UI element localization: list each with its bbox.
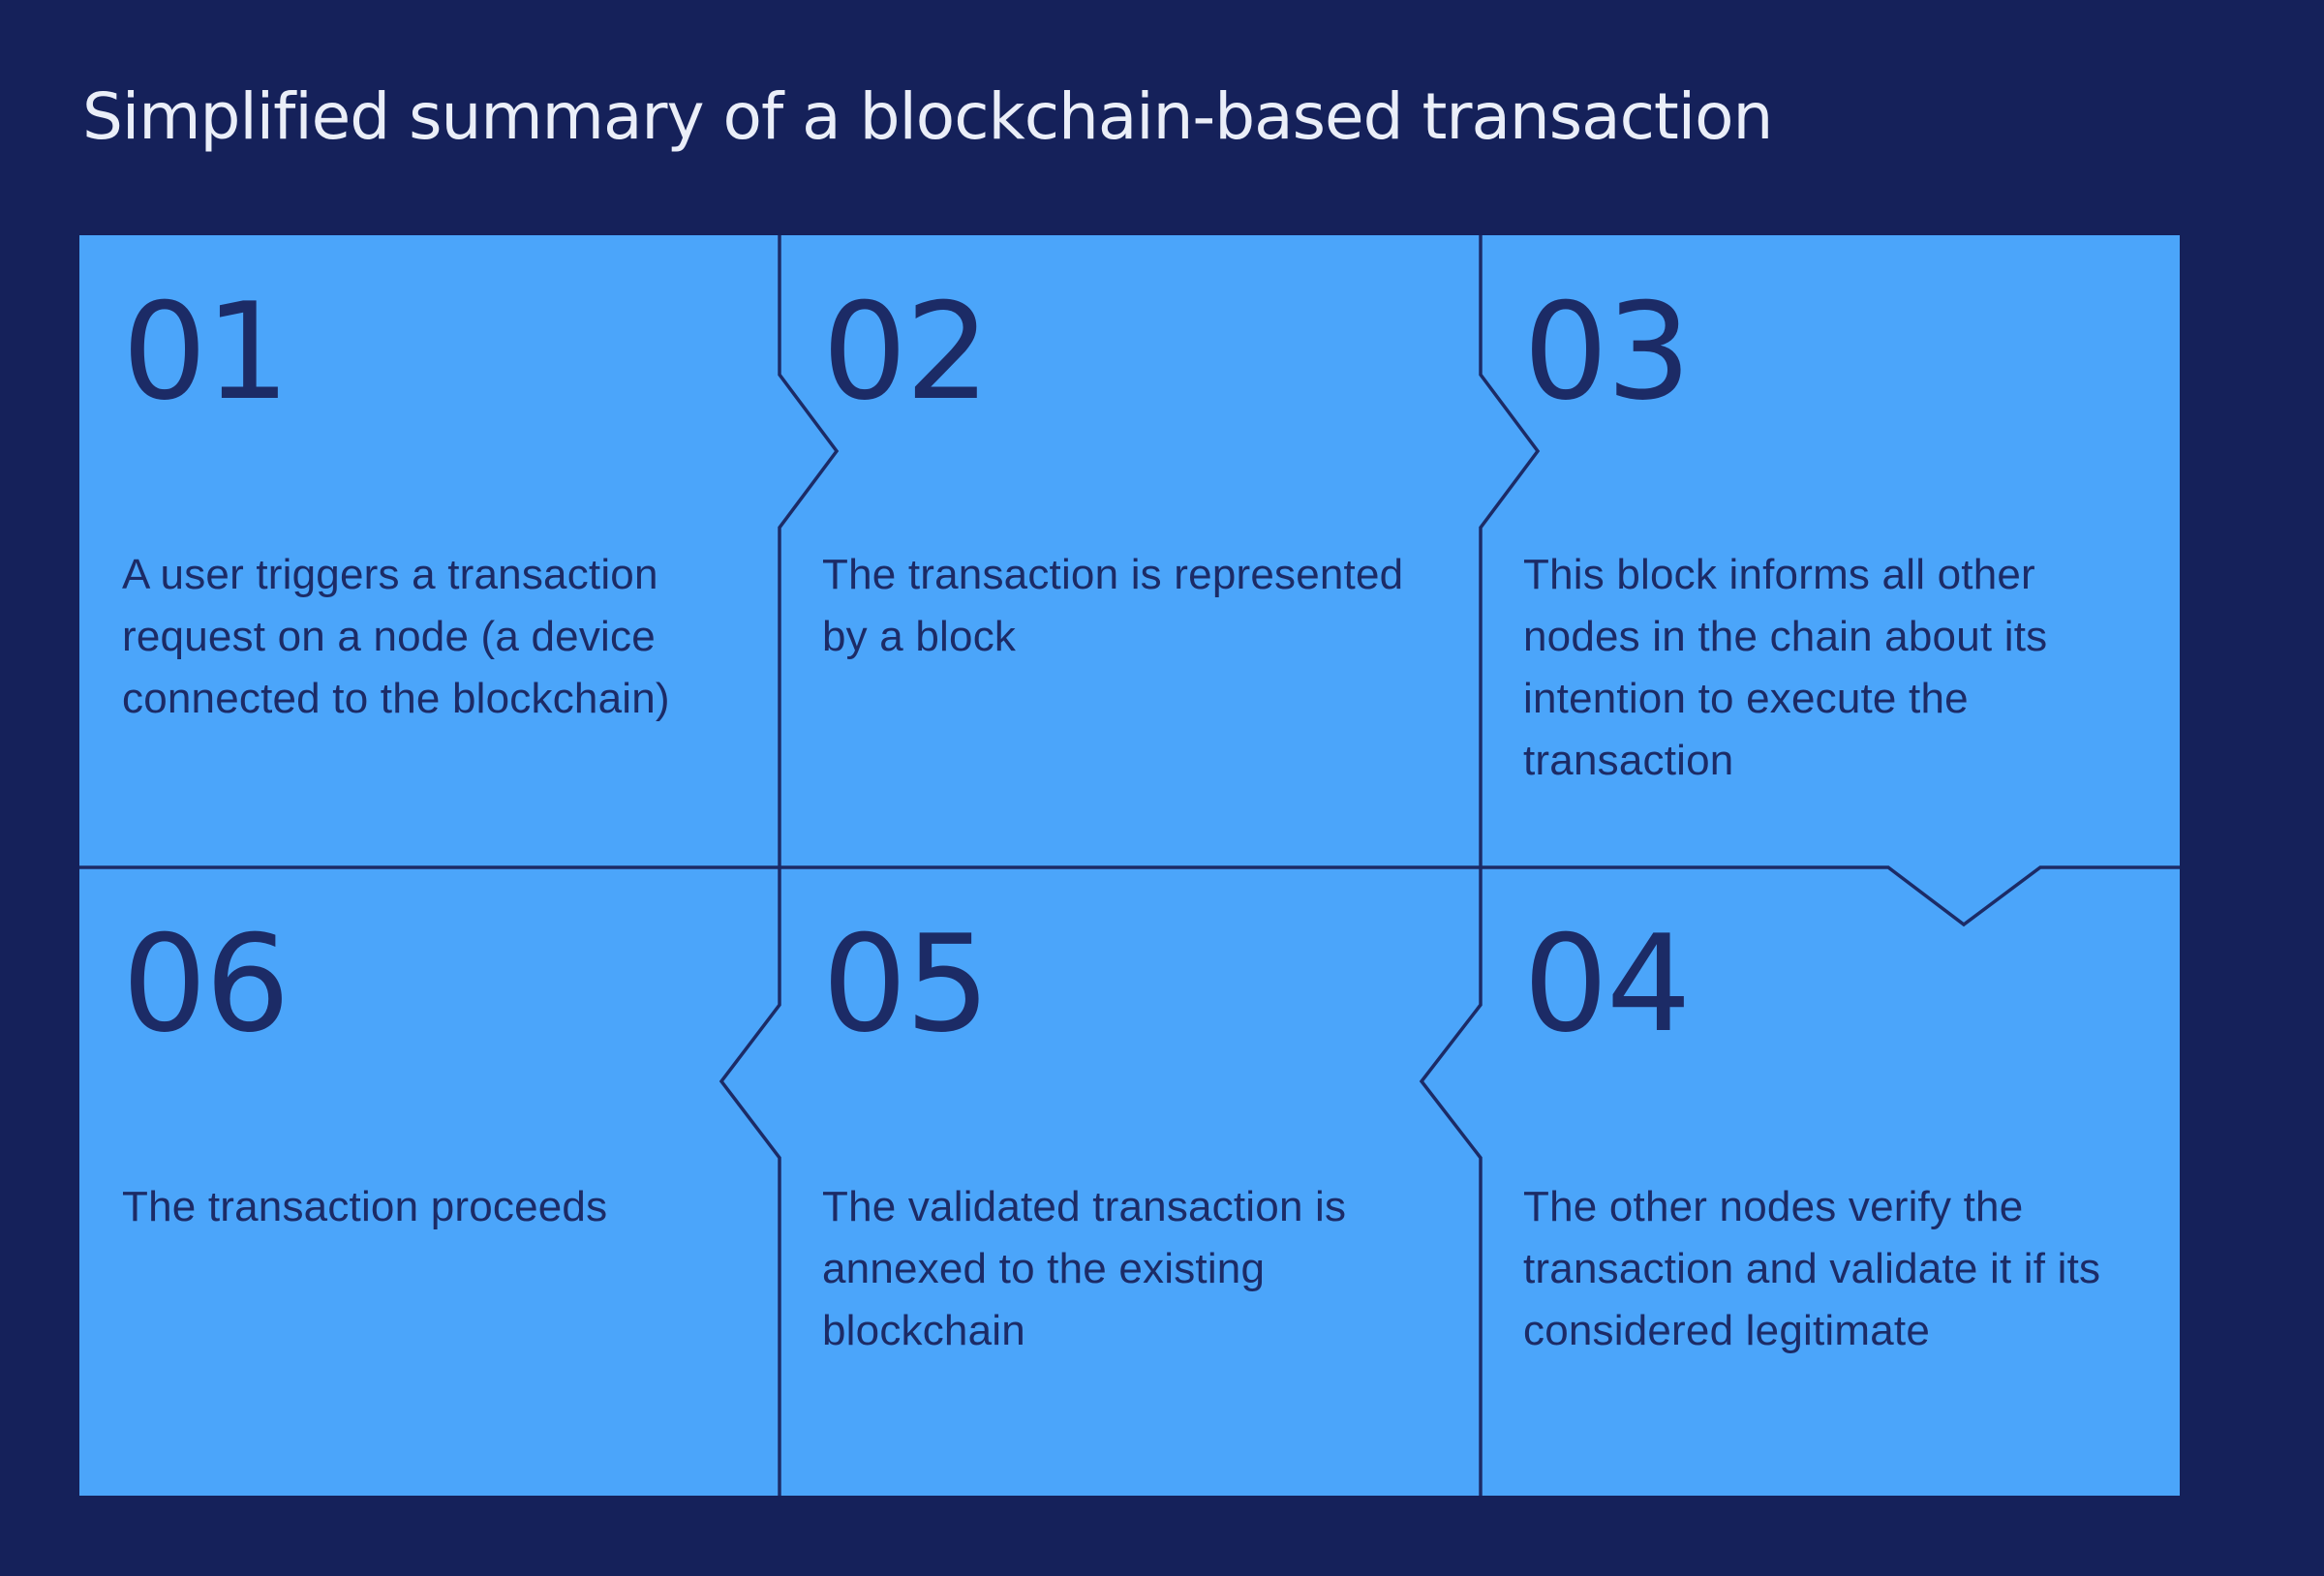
step-description: The transaction is represented by a bloc… [822,551,1404,660]
step-card-01: 01 A user triggers a transaction request… [79,235,780,867]
step-description: The transaction proceeds [122,1183,608,1230]
step-description: This block informs all other nodes in th… [1523,551,2048,784]
step-description: A user triggers a transaction request on… [122,551,670,722]
step-number: 02 [822,274,991,430]
step-card-05: 05 The validated transaction is annexed … [780,867,1481,1496]
step-description: The validated transaction is annexed to … [822,1183,1347,1354]
page-title: Simplified summary of a blockchain-based… [82,79,1773,154]
step-card-03: 03 This block informs all other nodes in… [1481,235,2180,867]
step-description: The other nodes verify the transaction a… [1523,1183,2101,1354]
steps-grid: 01 A user triggers a transaction request… [79,235,2180,1496]
step-number: 05 [822,906,991,1062]
step-card-06: 06 The transaction proceeds [79,867,780,1496]
step-number: 06 [122,906,290,1062]
step-card-02: 02 The transaction is represented by a b… [780,235,1481,867]
step-number: 03 [1523,274,1692,430]
step-number: 01 [122,274,290,430]
step-number: 04 [1523,906,1692,1062]
step-card-04: 04 The other nodes verify the transactio… [1481,867,2180,1496]
